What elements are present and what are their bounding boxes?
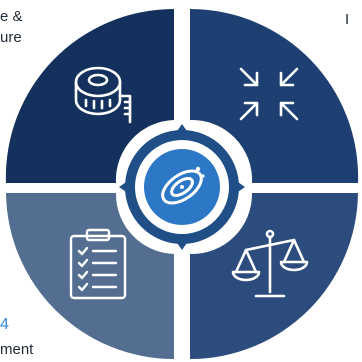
quadrant-bottom-right <box>190 193 358 359</box>
bottom-left-number: 4 <box>0 316 9 333</box>
checklist-clipboard-icon <box>69 228 127 300</box>
top-left-label: e & ure <box>0 6 23 48</box>
quadrant-top-right <box>190 8 359 183</box>
center-ring <box>125 130 239 244</box>
compress-arrows-icon <box>239 67 299 121</box>
top-right-label: I <box>345 11 350 28</box>
center-arrows <box>119 124 245 250</box>
galaxy-orbit-icon <box>161 166 205 205</box>
top-left-line-2: ure <box>0 29 22 46</box>
quadrant-bottom-left <box>6 193 174 359</box>
bottom-left-label: ment <box>0 341 34 358</box>
top-left-line-1: e & <box>0 8 23 25</box>
balance-scale-icon <box>231 229 309 298</box>
measuring-tape-icon <box>74 66 132 124</box>
